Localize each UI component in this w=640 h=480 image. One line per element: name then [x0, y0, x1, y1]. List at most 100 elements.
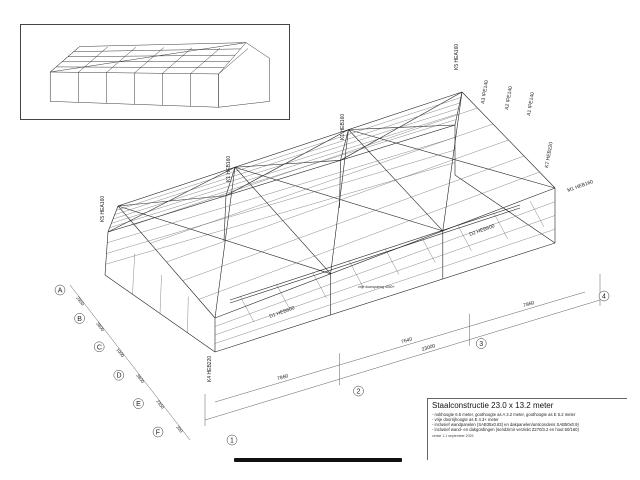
- steel-frame: [104, 91, 556, 353]
- inset-purlin: [56, 66, 225, 68]
- member-label-k7: K7 HEB220: [544, 141, 554, 168]
- knee-strut: [384, 248, 400, 275]
- ridge-beam: [117, 91, 463, 207]
- back-eave-beam: [107, 124, 456, 233]
- roof-brace: [340, 91, 463, 161]
- grid-bubble-letter-text: C: [97, 344, 102, 351]
- knee-strut: [529, 200, 545, 228]
- span-dimension-text: 2950: [75, 295, 85, 306]
- inset-rafter: [78, 46, 108, 73]
- inset-ridge: [79, 42, 247, 47]
- spec-line: - inclusief wandpanelen (SAB35x0.63) en …: [432, 422, 579, 427]
- dimension-line-bays: [214, 291, 586, 403]
- roof-brace: [348, 129, 556, 189]
- 3d-preview-inset: [20, 24, 290, 120]
- grid-bubble-letter: [113, 369, 125, 381]
- inset-rafter: [134, 47, 164, 74]
- knee-strut: [276, 284, 291, 311]
- roof-purlin: [182, 155, 525, 281]
- member-label-k5: K5 HEA160: [454, 44, 460, 70]
- grid-bubble-letter: [152, 426, 164, 438]
- span-dimension-text: 3800: [95, 321, 105, 332]
- member-label-a3: A3 IPE140: [480, 80, 490, 105]
- front-foundation-line: [214, 242, 556, 353]
- roof-brace: [442, 91, 463, 231]
- roof-purlin: [134, 107, 478, 225]
- grid-bubble-letter-text: F: [156, 430, 160, 437]
- 3d-preview-frame: [49, 42, 270, 108]
- span-dimension-text: 1000: [115, 347, 125, 358]
- grid-bubble-letter-text: B: [77, 316, 82, 323]
- knee-strut: [348, 260, 363, 287]
- bay-dimension-text: 7640: [401, 336, 414, 345]
- span-dimension-text: 3800: [135, 373, 145, 384]
- wall-girt: [214, 229, 556, 344]
- roof-brace: [117, 195, 227, 207]
- roof-purlin: [114, 102, 460, 215]
- spec-line: - nokhoogte 6.5 meter, goothoogte as A 3…: [432, 412, 576, 417]
- grid-bubble-number: [598, 290, 610, 302]
- roof-brace: [117, 205, 331, 275]
- roof-purlin: [166, 139, 509, 263]
- wall-girt: [106, 149, 456, 254]
- wall-girt: [105, 162, 456, 265]
- grid-bubble-letter-text: E: [136, 401, 141, 408]
- spec-line: - inclusief wand- en dakgordingen (sendz…: [432, 427, 579, 432]
- bay-dimension-text: 7860: [277, 373, 290, 382]
- bottom-scroll-bar: [234, 458, 402, 462]
- knee-strut: [457, 224, 472, 251]
- wall-girt: [214, 215, 556, 336]
- gable-column: [132, 253, 135, 295]
- total-length-text: 23000: [421, 343, 436, 353]
- knee-strut: [312, 272, 327, 299]
- member-label-k1: K1 HEB160: [340, 114, 346, 140]
- grid-bubble-number-text: 2: [356, 389, 360, 396]
- roof-purlin: [198, 171, 540, 300]
- dimension-lines: [69, 274, 601, 441]
- grid-bubble-letter: [133, 398, 144, 409]
- member-label-m1: M1 HEB160: [567, 179, 595, 194]
- span-dimension-text: 2350: [155, 399, 165, 410]
- inset-frame-line: [245, 42, 270, 59]
- member-label-k4: K4 HEB220: [207, 356, 213, 382]
- spec-line: - vrije doorrijhoogte as E 4.3+ meter: [432, 417, 499, 422]
- inset-frame-line: [218, 42, 247, 75]
- member-label-a1: A1 IPE140: [526, 92, 536, 117]
- inset-frame-line: [218, 101, 270, 108]
- steel-frame-details: [105, 97, 556, 344]
- inset-rafter: [162, 47, 193, 74]
- inset-rafter: [190, 47, 221, 74]
- roof-brace: [330, 129, 349, 274]
- knee-strut: [493, 212, 508, 239]
- gable-column: [159, 274, 162, 314]
- roof-brace: [234, 160, 341, 168]
- inset-purlin: [67, 54, 236, 57]
- knee-strut: [421, 236, 436, 263]
- wall-girt: [107, 137, 456, 243]
- title-block: Staalconstructie 23.0 x 13.2 meter - nok…: [427, 398, 627, 460]
- grid-bubble-number: [353, 385, 364, 397]
- wall-girt: [214, 201, 556, 327]
- roof-brace: [348, 124, 456, 130]
- right-foundation-line: [454, 174, 556, 244]
- roof-brace: [225, 129, 349, 196]
- roof-purlin: [109, 119, 457, 228]
- opening-note: vrije doorsparing 4300+: [358, 285, 395, 289]
- opening-beam-flange: [229, 207, 521, 304]
- front-eave-beam: [214, 187, 556, 319]
- member-label-k5: K5 HEA160: [100, 196, 106, 222]
- grid-bubble-letter: [54, 284, 66, 296]
- dimension-line-total: [204, 299, 601, 421]
- version-note: versie 1.1 september 2025: [432, 434, 474, 438]
- member-label-k1: K1 HEB160: [226, 156, 232, 182]
- roof-purlin: [116, 97, 461, 211]
- inset-rafter: [106, 47, 136, 73]
- bay-dimension-text: 7860: [523, 300, 536, 309]
- gable-column: [187, 296, 189, 333]
- grid-bubble-letter: [93, 341, 105, 353]
- inset-purlin: [73, 48, 241, 52]
- grid-bubble-letter-text: D: [117, 373, 122, 380]
- knee-strut: [239, 295, 255, 323]
